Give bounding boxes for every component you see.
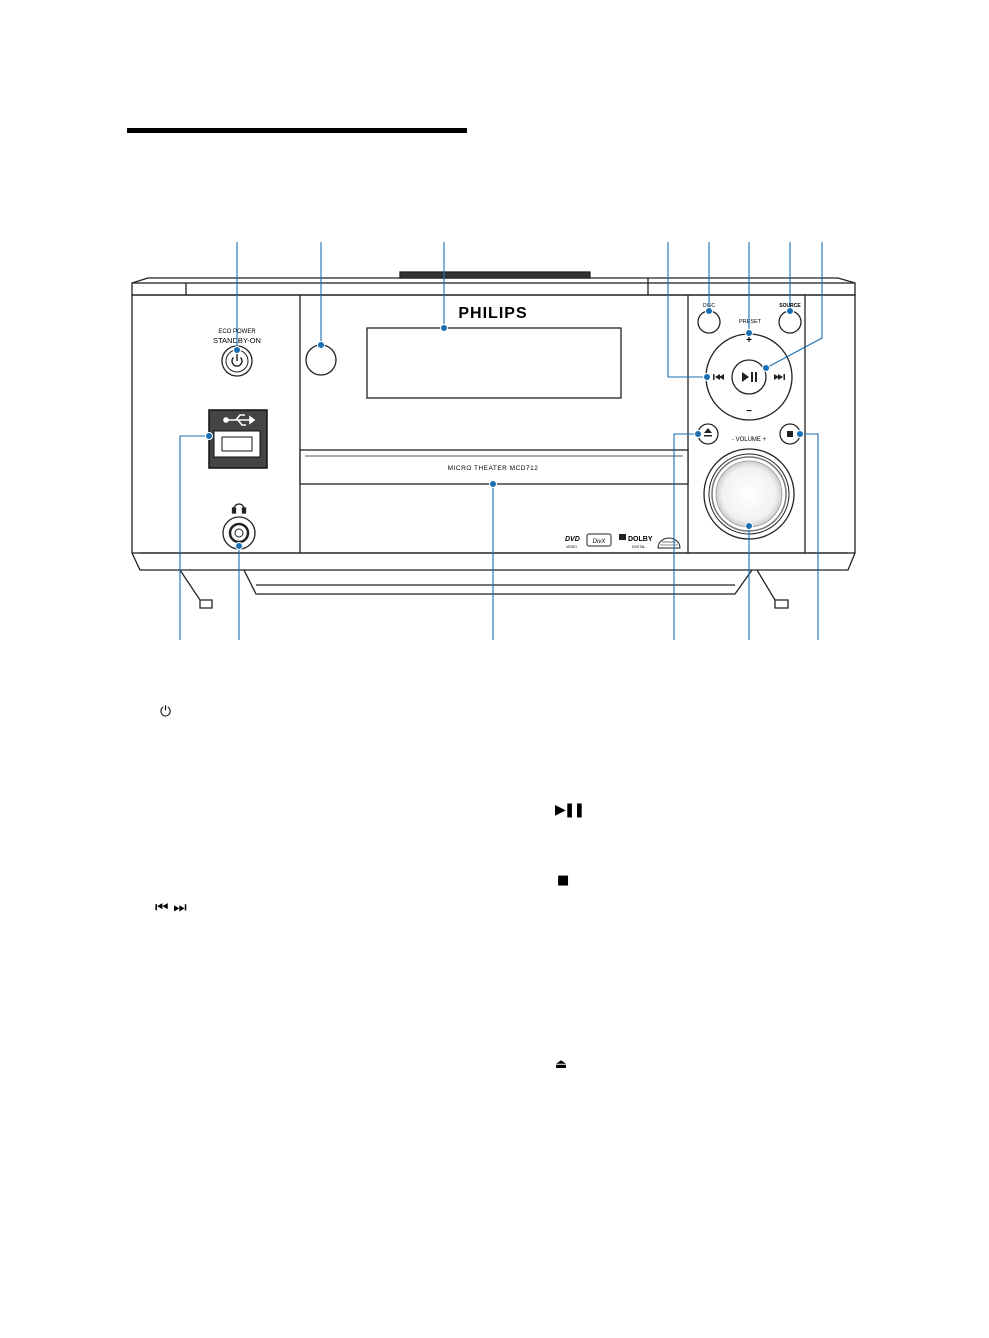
play-pause-icon: ▶❚❚ [555, 802, 585, 818]
stop-icon [787, 431, 793, 437]
eject-icon [704, 428, 712, 437]
section-rule [127, 128, 467, 133]
dolby-digital-logo: DIGITAL [632, 545, 645, 549]
stop-icon: ■ [557, 873, 570, 888]
divx-logo: DivX [593, 539, 607, 545]
model-label: MICRO THEATER MCD712 [448, 465, 539, 472]
callout-dots [205, 307, 804, 550]
power-icon [231, 354, 243, 367]
previous-button[interactable] [713, 374, 724, 380]
eject-button[interactable] [697, 423, 719, 445]
eject-icon: ⏏ [555, 1057, 568, 1072]
dolby-logo: DOLBY [628, 536, 653, 543]
stop-button[interactable] [779, 423, 801, 445]
next-button[interactable] [774, 374, 785, 380]
preset-label: PRESET [739, 319, 762, 325]
preset-minus[interactable]: − [746, 406, 752, 417]
power-icon: ⏻ [160, 704, 172, 720]
disc-slot[interactable] [299, 449, 689, 485]
usb-icon [223, 414, 256, 426]
ir-sensor [305, 344, 337, 376]
headphone-icon [231, 503, 247, 514]
volume-label: - VOLUME + [732, 437, 767, 443]
dvd-logo: DVD [565, 536, 580, 543]
usb-port[interactable] [208, 409, 268, 469]
chassis-base [179, 569, 789, 609]
brand-logo: PHILIPS [458, 305, 527, 322]
play-pause-icon [742, 372, 757, 382]
format-logos: DVD VIDEO DivX DOLBY DIGITAL [565, 533, 681, 549]
display-panel [366, 327, 622, 399]
dvd-video-logo: VIDEO [566, 545, 577, 549]
callout-lines [179, 242, 823, 640]
chassis-top [131, 271, 856, 296]
device-front-panel-illustration: ECO POWER STANDBY-ON PHILIPS [131, 242, 856, 640]
preset-plus[interactable]: + [746, 335, 752, 346]
play-pause-button[interactable] [731, 359, 767, 395]
previous-next-icon: ⏮ ⏭ [155, 898, 187, 916]
